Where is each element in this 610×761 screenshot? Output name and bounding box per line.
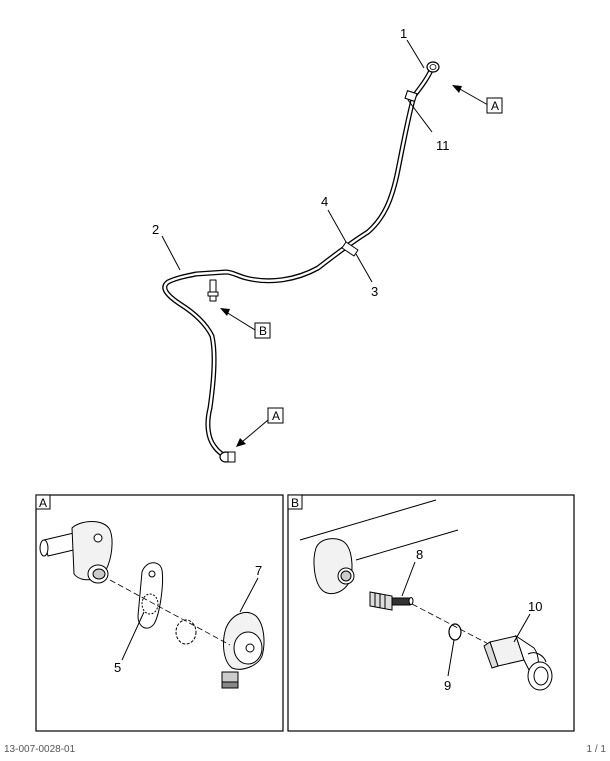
top-fitting	[426, 61, 440, 73]
tube-flange-end	[39, 521, 113, 584]
gasket-5	[137, 562, 163, 629]
sleeve-11	[404, 90, 418, 102]
svg-text:B: B	[259, 324, 267, 338]
axis-line-b	[411, 603, 501, 651]
fuel-rail	[299, 499, 459, 595]
view-ref-b: B	[254, 322, 271, 339]
fuel-tube-assembly	[162, 61, 440, 463]
view-ref-a-top: A	[486, 97, 503, 114]
detail-panel-a: A 5 7	[35, 494, 284, 732]
sensor-10	[483, 634, 553, 691]
sensor-7	[221, 612, 265, 689]
view-arrows	[220, 85, 489, 447]
bottom-fitting	[219, 451, 236, 463]
callout-11: 11	[436, 138, 450, 153]
footer-figure-id: 13-007-0028-01	[4, 744, 76, 755]
svg-text:A: A	[272, 409, 280, 423]
clamp-3	[341, 241, 359, 257]
callout-7: 7	[255, 563, 262, 578]
o-ring-9	[448, 623, 462, 641]
callout-2: 2	[152, 222, 159, 237]
svg-text:A: A	[491, 99, 499, 113]
callout-3: 3	[371, 284, 378, 299]
branch-fitting	[207, 279, 219, 302]
callout-4: 4	[321, 194, 328, 209]
o-ring-a	[175, 619, 197, 645]
detail-panel-b: B	[287, 494, 575, 732]
view-ref-a-bottom: A	[267, 407, 284, 424]
callout-5: 5	[114, 660, 121, 675]
callout-1: 1	[400, 26, 407, 41]
fitting-8	[369, 591, 414, 611]
axis-line-a	[109, 579, 231, 646]
panel-b-label: B	[291, 496, 299, 510]
footer-page: 1 / 1	[586, 744, 606, 755]
leader-lines	[161, 39, 433, 283]
panel-a-label: A	[39, 496, 47, 510]
callout-9: 9	[444, 678, 451, 693]
callout-8: 8	[416, 547, 423, 562]
callout-10: 10	[528, 599, 542, 614]
